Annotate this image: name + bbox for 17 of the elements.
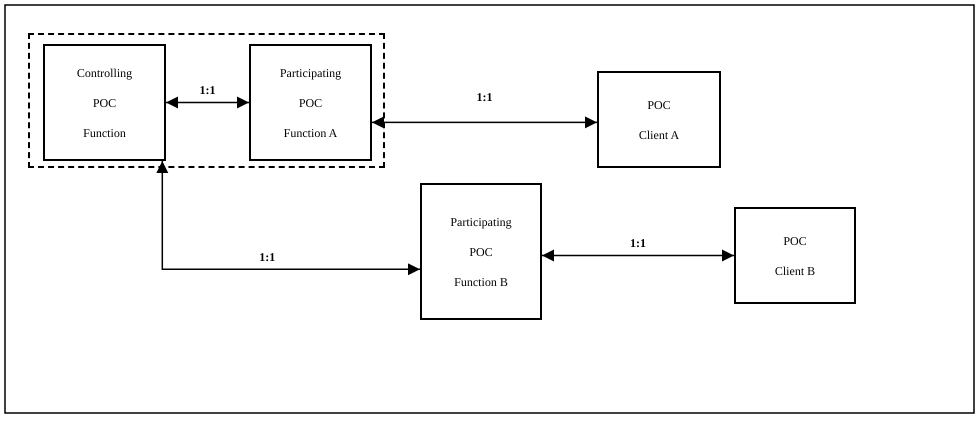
process-box bbox=[597, 71, 721, 168]
process-box bbox=[43, 44, 166, 161]
edge-label: 1:1 bbox=[474, 90, 494, 104]
group-boundary bbox=[28, 33, 385, 168]
node-label: Participating POC Function B bbox=[449, 214, 513, 290]
double-arrow bbox=[166, 96, 249, 108]
process-box bbox=[420, 183, 542, 320]
node-label: Participating POC Function A bbox=[278, 64, 342, 142]
node-label: POC Client A bbox=[638, 96, 680, 144]
process-box bbox=[249, 44, 372, 161]
node-label: Controlling POC Function bbox=[76, 64, 134, 142]
edge-label: 1:1 bbox=[257, 250, 278, 264]
double-arrow bbox=[156, 161, 420, 276]
double-arrow bbox=[542, 250, 734, 262]
double-arrow bbox=[372, 116, 597, 128]
node-label: POC Client B bbox=[774, 232, 816, 280]
process-box bbox=[734, 207, 856, 304]
